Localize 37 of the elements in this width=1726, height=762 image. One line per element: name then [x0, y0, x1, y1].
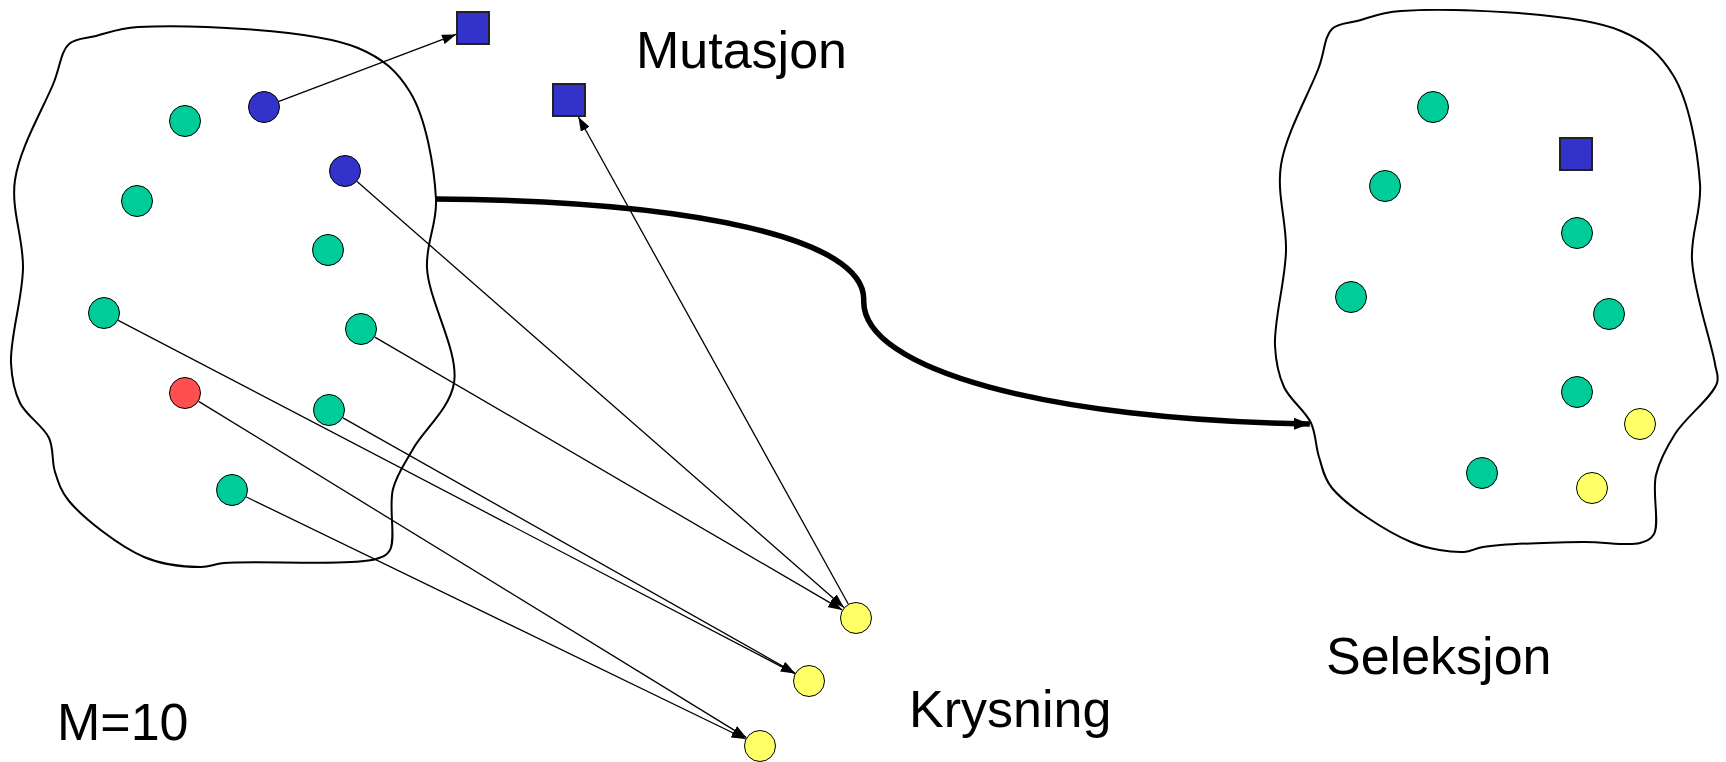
population-outline [9, 25, 456, 569]
individual-circle [1417, 91, 1449, 123]
individual-circle [1624, 408, 1656, 440]
arrow [342, 417, 796, 674]
individual-circle [1576, 472, 1608, 504]
individual-circle [345, 313, 377, 345]
individual-square [552, 83, 586, 117]
individual-circle [312, 234, 344, 266]
individual-circle [1561, 376, 1593, 408]
individual-circle [121, 185, 153, 217]
individual-circle [1561, 217, 1593, 249]
arrow [117, 319, 796, 675]
arrow [356, 180, 845, 609]
population-outline [1273, 9, 1719, 554]
individual-circle [329, 155, 361, 187]
individual-circle [1466, 457, 1498, 489]
individual-circle [1369, 170, 1401, 202]
individual-circle [744, 730, 776, 762]
stage-label: M=10 [57, 696, 189, 748]
individual-circle [248, 91, 280, 123]
individual-circle [840, 602, 872, 634]
arrow [374, 336, 843, 611]
arrow [278, 33, 457, 102]
individual-circle [1335, 281, 1367, 313]
individual-square [456, 11, 490, 45]
arrow [245, 496, 747, 740]
arrow [198, 400, 747, 739]
arrow [577, 116, 849, 605]
individual-circle [169, 377, 201, 409]
individual-circle [169, 105, 201, 137]
individual-circle [313, 394, 345, 426]
individual-circle [793, 665, 825, 697]
individual-circle [88, 297, 120, 329]
individual-circle [216, 474, 248, 506]
individual-square [1559, 137, 1593, 171]
individual-circle [1593, 298, 1625, 330]
arrow [435, 196, 1310, 430]
